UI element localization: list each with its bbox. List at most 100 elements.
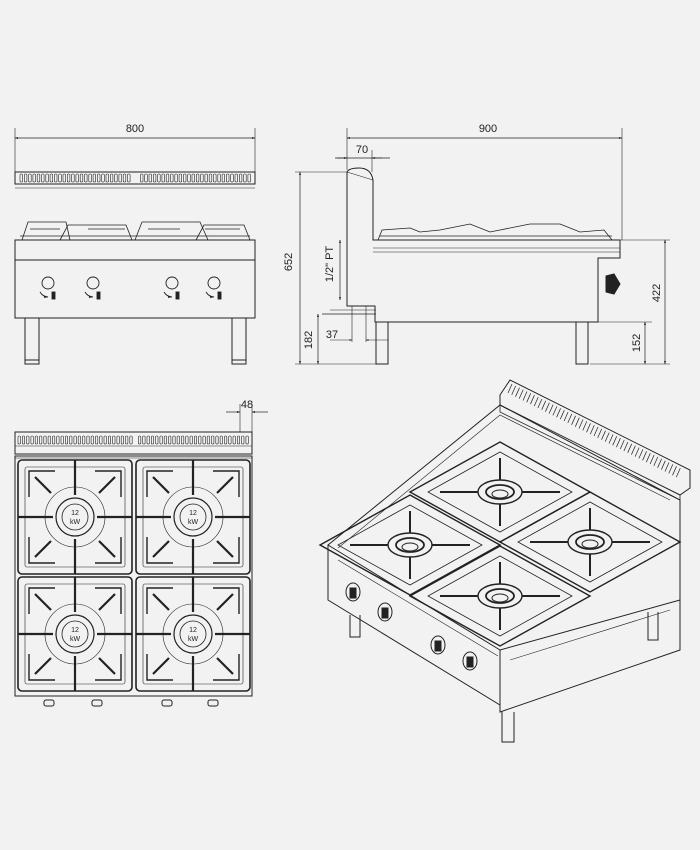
vent-slot xyxy=(88,173,92,183)
vent-slot xyxy=(108,435,112,445)
top-backsplash xyxy=(14,431,253,455)
vent-slot xyxy=(43,435,47,445)
iso-front-panel xyxy=(327,545,501,706)
vent-slot xyxy=(151,435,155,445)
vent-slot xyxy=(237,435,241,445)
vent-slot xyxy=(191,173,195,183)
isometric-view xyxy=(318,379,691,743)
burner-power-unit: kW xyxy=(70,636,81,643)
vent-slot xyxy=(140,173,144,183)
vent-slot xyxy=(213,173,217,183)
vent-slot xyxy=(515,387,520,397)
vent-slot xyxy=(230,173,234,183)
vent-slot xyxy=(187,173,191,183)
top-burners xyxy=(17,459,251,692)
vent-slot xyxy=(217,173,221,183)
vent-slot xyxy=(54,173,58,183)
grate-finger xyxy=(152,657,170,675)
front-backsplash xyxy=(14,171,256,185)
side-leg-back xyxy=(575,321,589,365)
vent-slot xyxy=(206,435,210,445)
vent-slot xyxy=(75,173,79,183)
burner-head xyxy=(55,497,95,537)
iso-burner-head xyxy=(477,583,523,609)
burner-power-value: 12 xyxy=(71,627,79,634)
vent-slot xyxy=(118,173,122,183)
vent-slot xyxy=(82,435,86,445)
vent-slot xyxy=(110,173,114,183)
iso-grate-frame xyxy=(408,545,592,647)
top-knob-tips xyxy=(43,699,219,707)
gas-connection-label: 1/2" PT xyxy=(324,246,336,283)
top-worktop xyxy=(14,455,253,697)
vent-slot xyxy=(537,398,543,409)
vent-slot xyxy=(604,432,610,442)
vent-slot xyxy=(174,173,178,183)
vent-slot xyxy=(578,419,584,429)
vent-slot xyxy=(668,464,674,474)
vent-slot xyxy=(122,173,127,183)
vent-slot xyxy=(219,435,223,445)
top-backsplash-vents xyxy=(17,435,249,445)
vent-slot xyxy=(660,460,666,470)
vent-slot xyxy=(58,173,62,183)
vent-slot xyxy=(642,451,647,461)
burner-power-value: 12 xyxy=(189,510,197,517)
vent-slot xyxy=(120,435,124,445)
grate-finger xyxy=(98,593,116,611)
iso-knobs xyxy=(345,582,478,671)
knob-3 xyxy=(163,276,180,300)
vent-slot xyxy=(52,435,56,445)
vent-slot xyxy=(597,428,603,439)
vent-slot xyxy=(146,435,150,445)
side-grates xyxy=(377,223,613,241)
vent-slot xyxy=(619,439,625,450)
vent-slot xyxy=(533,396,539,407)
burner-cap xyxy=(179,503,207,531)
vent-slot xyxy=(17,435,21,445)
vent-slot xyxy=(530,395,535,405)
grate-finger xyxy=(152,540,170,558)
drip-ring xyxy=(162,603,224,665)
vent-slot xyxy=(112,435,116,445)
vent-slot xyxy=(65,435,69,445)
vent-slot xyxy=(239,173,243,183)
burner-4 xyxy=(135,576,251,692)
vent-slot xyxy=(221,173,226,183)
iso-knob-4 xyxy=(462,651,478,671)
vent-slot xyxy=(181,435,185,445)
side-body-outline xyxy=(346,167,621,323)
vent-slot xyxy=(215,435,219,445)
vent-slot xyxy=(567,413,573,424)
grate-finger xyxy=(216,593,234,611)
vent-slot xyxy=(92,173,96,183)
vent-slot xyxy=(99,435,103,445)
front-control-panel xyxy=(14,259,256,319)
vent-slot xyxy=(526,393,532,403)
vent-slot xyxy=(552,406,558,416)
vent-slot xyxy=(155,435,159,445)
vent-slot xyxy=(95,435,99,445)
vent-slot xyxy=(21,435,25,445)
iso-backsplash xyxy=(499,379,691,496)
vent-slot xyxy=(105,173,109,183)
burner-head xyxy=(55,614,95,654)
vent-slot xyxy=(125,435,129,445)
vent-slot xyxy=(563,411,569,422)
vent-slot xyxy=(138,435,142,445)
vent-slot xyxy=(148,173,152,183)
grate-finger xyxy=(152,476,170,494)
vent-slot xyxy=(623,441,629,452)
vent-slot xyxy=(545,402,550,412)
backsplash-dimension-label: 70 xyxy=(356,144,368,156)
burner-head xyxy=(173,614,213,654)
vent-slot xyxy=(226,173,230,183)
side-leg-front xyxy=(375,321,389,365)
vent-slot xyxy=(204,173,208,183)
vent-slot xyxy=(103,435,107,445)
grate-finger xyxy=(34,540,52,558)
worktop-height-label: 422 xyxy=(651,284,663,302)
vent-slot xyxy=(559,410,565,420)
